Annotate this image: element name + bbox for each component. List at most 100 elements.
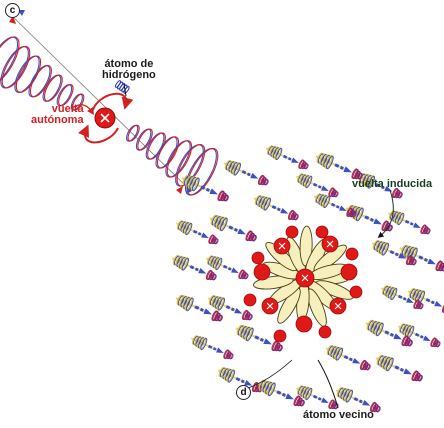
spring-loop xyxy=(209,234,215,244)
arrowhead-icon xyxy=(231,267,239,273)
arrowhead-icon xyxy=(285,393,294,400)
spring-loop xyxy=(322,195,330,208)
spring-loop xyxy=(277,344,283,352)
arrowhead-icon xyxy=(280,207,289,214)
panel-d-badge: d xyxy=(236,385,251,400)
spring-loop xyxy=(255,195,263,206)
spring-loop xyxy=(195,336,202,347)
spring-dash xyxy=(364,215,374,222)
spring-icon xyxy=(114,80,130,94)
spring-loop xyxy=(265,381,273,395)
spring-loop xyxy=(381,242,389,256)
spring-icon xyxy=(205,255,249,280)
spring-loop xyxy=(228,161,236,173)
leader-panel-d xyxy=(247,359,293,389)
spring-loop xyxy=(291,212,297,221)
coil-loop xyxy=(184,148,217,196)
spring-loop xyxy=(389,287,397,300)
spring-loop xyxy=(392,211,399,222)
spring-loop xyxy=(249,232,255,242)
lower-right-cone xyxy=(126,124,219,196)
nucleus-icon xyxy=(243,293,257,307)
spring-loop xyxy=(370,402,377,413)
spring-loop xyxy=(197,337,205,349)
spring-loop xyxy=(240,326,248,338)
spring-loop xyxy=(316,193,322,204)
spring-icon xyxy=(375,354,423,382)
spring-loop xyxy=(379,242,387,254)
spring-loop xyxy=(185,222,193,236)
leader-induced xyxy=(377,189,394,238)
spring-loop xyxy=(367,320,375,331)
spring-loop xyxy=(419,303,424,310)
spring-loop xyxy=(217,314,223,322)
spring-loop xyxy=(320,154,328,166)
spring-icon xyxy=(335,386,381,413)
arrowhead-icon xyxy=(216,347,224,353)
arrowhead-icon xyxy=(250,172,259,179)
spring-loop xyxy=(441,264,444,272)
spring-loop xyxy=(333,347,341,359)
leader-hydrogen xyxy=(123,83,127,97)
autonomous-spin-cone xyxy=(0,10,219,196)
spring-dash xyxy=(192,229,202,236)
spring-loop xyxy=(266,382,275,396)
spring-loop xyxy=(212,257,220,269)
spring-dash xyxy=(353,397,363,404)
spring-loop xyxy=(214,257,222,270)
spring-loop xyxy=(397,212,405,226)
coil-loop xyxy=(137,128,153,151)
coil-loop xyxy=(0,36,20,84)
spring-loop xyxy=(404,246,412,258)
spring-loop xyxy=(395,190,401,199)
spring-loop xyxy=(298,173,304,184)
spring-loop xyxy=(426,228,431,235)
spin-arc xyxy=(78,124,119,144)
spring-loop xyxy=(304,387,312,400)
spring-loop xyxy=(192,177,200,192)
spring-icon xyxy=(295,173,339,198)
spring-loop xyxy=(327,345,335,356)
spring-loop xyxy=(356,207,364,222)
coil-loop xyxy=(176,144,206,187)
spring-icon xyxy=(313,193,357,218)
neighbor-atom-cluster xyxy=(243,225,363,343)
spring-loop xyxy=(421,224,427,234)
spring-loop xyxy=(262,197,271,211)
spring-loop xyxy=(366,175,375,189)
nucleus-icon xyxy=(273,329,287,343)
spring-loop xyxy=(382,220,389,232)
spring-icon xyxy=(325,344,371,371)
spring-loop xyxy=(206,270,213,281)
spring-loop xyxy=(244,327,253,341)
spring-loop xyxy=(261,177,267,186)
spring-loop xyxy=(330,346,338,358)
arrowhead-icon xyxy=(398,252,407,259)
spring-loop xyxy=(242,310,249,321)
coil-loop xyxy=(156,136,180,169)
spring-loop xyxy=(182,222,190,234)
spring-icon xyxy=(181,174,229,202)
spring-loop xyxy=(407,339,413,347)
spring-loop xyxy=(344,389,353,403)
spring-loop xyxy=(176,256,184,268)
spring-loop xyxy=(226,351,232,360)
spring-loop xyxy=(362,174,370,186)
nucleus-icon xyxy=(340,263,358,281)
spring-loop xyxy=(214,238,219,245)
spring-loop xyxy=(173,255,181,266)
spring-loop xyxy=(335,347,343,361)
arrowhead-icon xyxy=(343,166,352,173)
nucleus-icon xyxy=(251,251,265,265)
spring-dash xyxy=(334,163,344,170)
spring-icon xyxy=(257,379,305,407)
spring-icon xyxy=(265,145,309,170)
arrowhead-icon xyxy=(176,186,183,194)
spring-loop xyxy=(218,190,225,202)
coil-loop xyxy=(43,74,63,102)
spring-icon xyxy=(365,319,413,347)
spring-loop xyxy=(301,161,307,170)
spring-dash xyxy=(404,219,414,226)
spring-loop xyxy=(396,212,404,225)
spring-loop xyxy=(184,222,192,235)
